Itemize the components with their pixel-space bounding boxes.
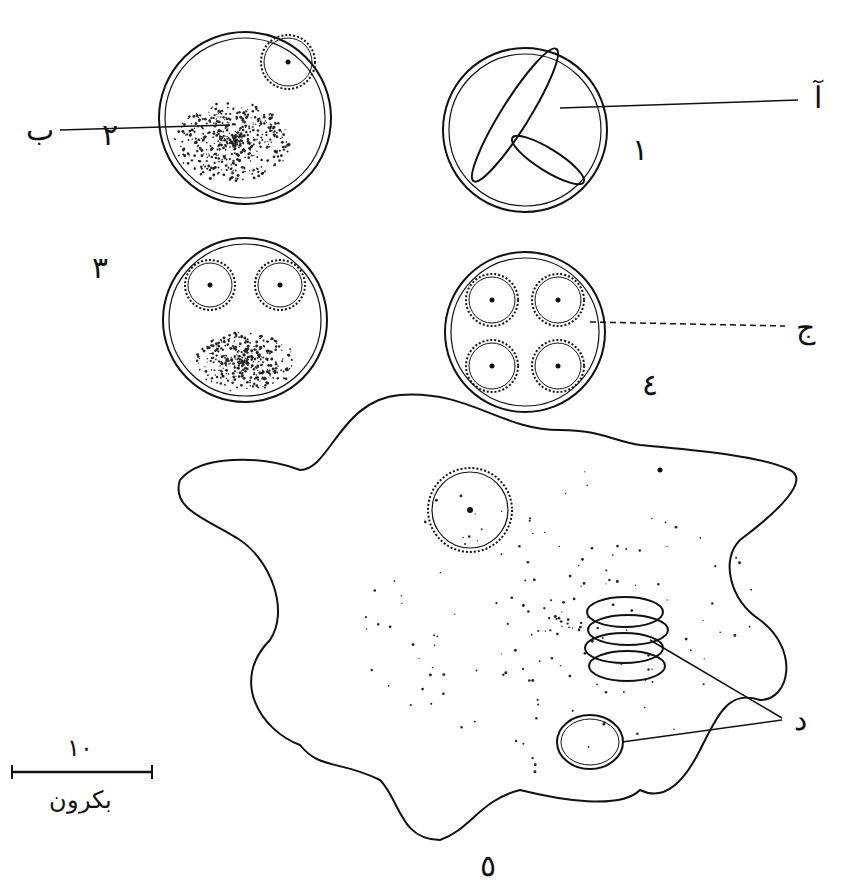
figure-letter: آ (814, 83, 822, 113)
stage-number: ٢ (102, 120, 118, 150)
scale-value: ١٠ (67, 736, 93, 760)
figure-letter: ب (26, 115, 54, 145)
stage-number: ٤ (642, 370, 658, 400)
figure-letter: ج (796, 313, 815, 343)
stage-number: ١ (632, 135, 648, 165)
figure-letter: د (794, 705, 807, 735)
stage-number: ٥ (480, 851, 496, 881)
stage-number: ٣ (92, 253, 108, 283)
scale-unit: بكرون (49, 788, 112, 812)
